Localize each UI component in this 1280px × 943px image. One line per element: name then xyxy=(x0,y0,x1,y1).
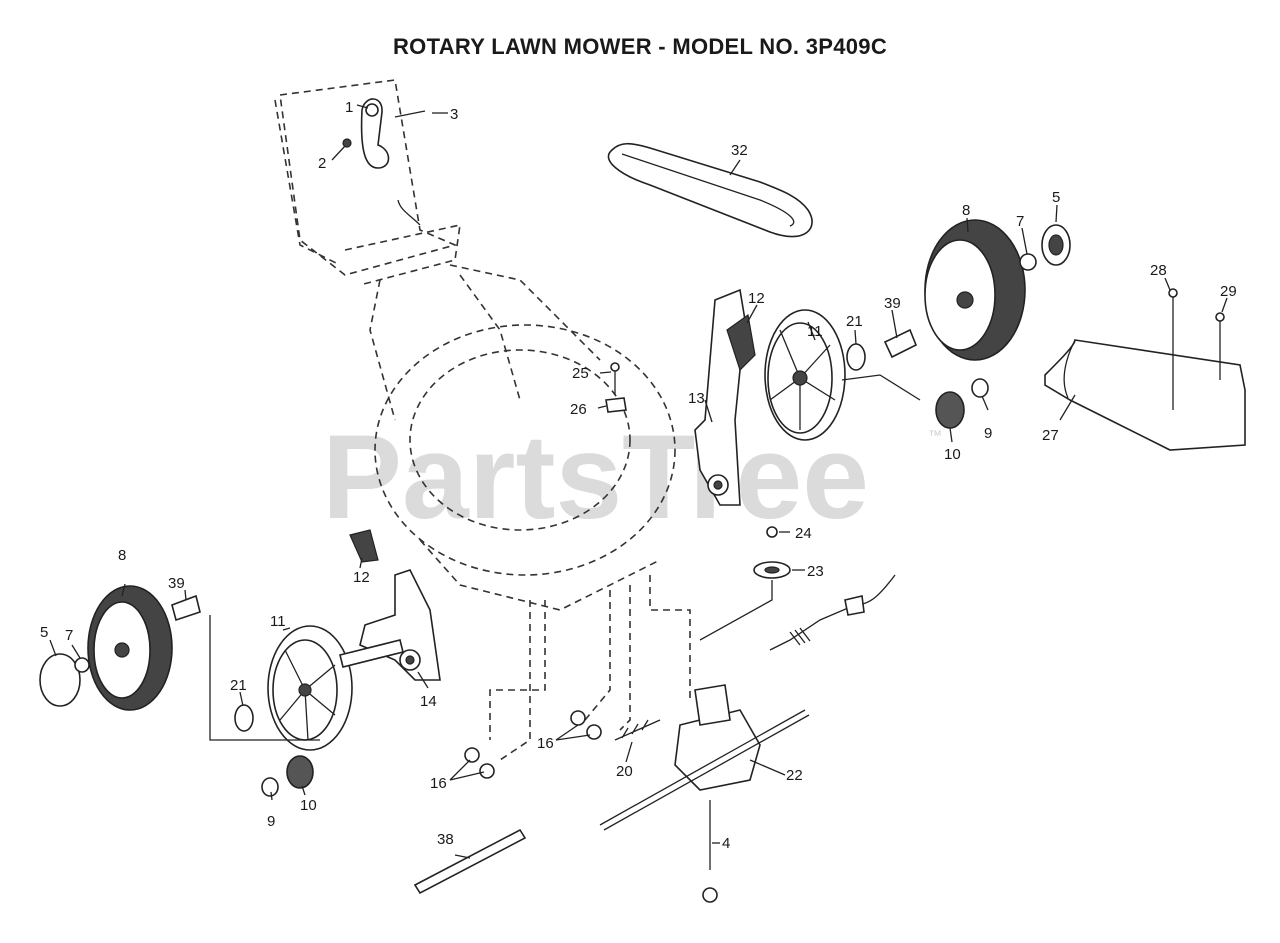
callout-20: 20 xyxy=(616,763,633,780)
callout-23: 23 xyxy=(807,563,824,580)
callout-29: 29 xyxy=(1220,283,1237,300)
right-wheel xyxy=(924,219,1071,361)
callout-11-right: 11 xyxy=(807,323,823,340)
left-height-adjuster xyxy=(339,529,441,681)
rear-trim xyxy=(1044,288,1246,451)
callout-8-right: 8 xyxy=(962,202,970,219)
callout-7-right: 7 xyxy=(1016,213,1024,230)
right-height-adjuster xyxy=(694,288,756,506)
watermark-trademark: ™ xyxy=(928,427,942,443)
drive-belt xyxy=(607,142,813,238)
callout-38: 38 xyxy=(437,831,454,848)
callout-12-right: 12 xyxy=(748,290,765,307)
callout-14: 14 xyxy=(420,693,437,710)
callout-10-right: 10 xyxy=(944,446,961,463)
callout-27: 27 xyxy=(1042,427,1059,444)
callout-24: 24 xyxy=(795,525,812,542)
callout-8-left: 8 xyxy=(118,547,126,564)
callout-22: 22 xyxy=(786,767,803,784)
right-wheel-hub xyxy=(764,309,921,441)
left-wheel-hub xyxy=(209,615,353,751)
center-springs-nuts xyxy=(464,710,661,779)
callout-3: 3 xyxy=(450,106,458,123)
callout-39-right: 39 xyxy=(884,295,901,312)
callout-12-left: 12 xyxy=(353,569,370,586)
callout-39-left: 39 xyxy=(168,575,185,592)
callout-21-left: 21 xyxy=(230,677,247,694)
callout-21-right: 21 xyxy=(846,313,863,330)
callout-5-left: 5 xyxy=(40,624,48,641)
callout-16-left: 16 xyxy=(430,775,447,792)
callout-4: 4 xyxy=(722,835,730,852)
callout-9-right: 9 xyxy=(984,425,992,442)
control-lever xyxy=(342,98,426,226)
callout-11-left: 11 xyxy=(270,613,286,630)
left-drive-gear xyxy=(261,755,314,797)
leader-lines xyxy=(49,104,1228,859)
callout-1: 1 xyxy=(345,99,353,116)
pulley-nut-bearing xyxy=(699,526,791,641)
callout-28: 28 xyxy=(1150,262,1167,279)
axle-rod xyxy=(413,828,527,895)
transmission xyxy=(599,684,810,903)
watermark: PartsTree xyxy=(322,410,869,544)
callout-32: 32 xyxy=(731,142,748,159)
callout-13: 13 xyxy=(688,390,705,407)
callout-16-center: 16 xyxy=(537,735,554,752)
callout-9-left: 9 xyxy=(267,813,275,830)
handle-assembly xyxy=(274,79,601,421)
callout-25: 25 xyxy=(572,365,589,382)
right-drive-gear xyxy=(935,378,989,429)
callout-5-right: 5 xyxy=(1052,189,1060,206)
callouts: 1 2 3 32 8 7 5 28 29 27 12 11 21 39 25 2… xyxy=(40,99,1237,852)
callout-26: 26 xyxy=(570,401,587,418)
callout-10-left: 10 xyxy=(300,797,317,814)
bolt-and-plate xyxy=(605,362,627,413)
drive-cable xyxy=(769,574,896,651)
callout-2: 2 xyxy=(318,155,326,172)
page-title: ROTARY LAWN MOWER - MODEL NO. 3P409C xyxy=(392,34,888,59)
left-wheel xyxy=(39,585,201,711)
callout-7-left: 7 xyxy=(65,627,73,644)
mower-deck xyxy=(374,324,691,761)
